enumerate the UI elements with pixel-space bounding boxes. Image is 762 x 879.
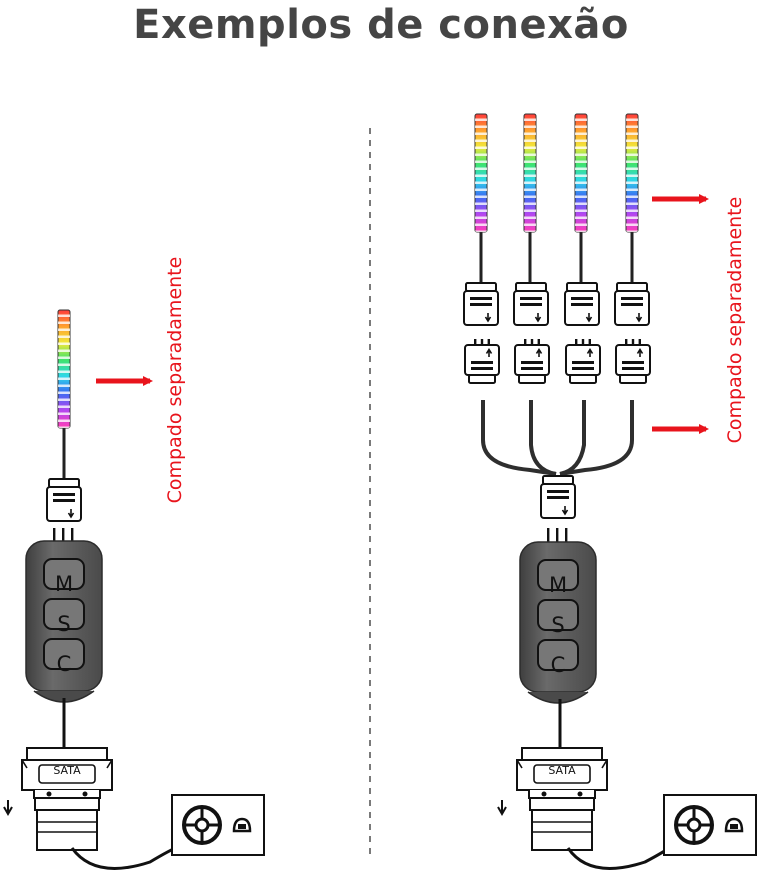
power-supply [170, 793, 266, 857]
led-strip-3 [574, 113, 588, 233]
led-strip [57, 309, 71, 429]
connector-female-4 [614, 282, 650, 326]
led-strip-4 [625, 113, 639, 233]
right-setup: M S C SATA [463, 113, 758, 870]
connector-female [46, 478, 82, 522]
page-title: Exemplos de conexão [133, 2, 629, 48]
led-strip-1 [474, 113, 488, 233]
left-label: Compado separadamente [164, 256, 186, 504]
connector-male-4 [615, 338, 651, 384]
connector-female-hub [540, 475, 576, 519]
power-supply-right [662, 793, 758, 857]
controller-button-m: M [55, 572, 73, 596]
left-setup: M S C SATA [3, 309, 266, 870]
sata-label: SATA [53, 764, 81, 777]
connector-male-2 [514, 338, 550, 384]
controller-right-button-s: S [551, 613, 564, 637]
led-strip-2 [523, 113, 537, 233]
connector-female-2 [513, 282, 549, 326]
connector-male-3 [565, 338, 601, 384]
controller-button-s: S [57, 612, 70, 636]
connector-male-1 [464, 338, 500, 384]
down-arrow-icon [3, 800, 13, 817]
connector-female-1 [463, 282, 499, 326]
right-label: Compado separadamente [724, 196, 746, 444]
down-arrow-icon-right [497, 800, 507, 817]
sata-label-right: SATA [548, 764, 576, 777]
controller-right-button-c: C [551, 653, 566, 677]
connector-female-3 [564, 282, 600, 326]
controller-button-c: C [57, 652, 72, 676]
controller-right-button-m: M [549, 573, 567, 597]
